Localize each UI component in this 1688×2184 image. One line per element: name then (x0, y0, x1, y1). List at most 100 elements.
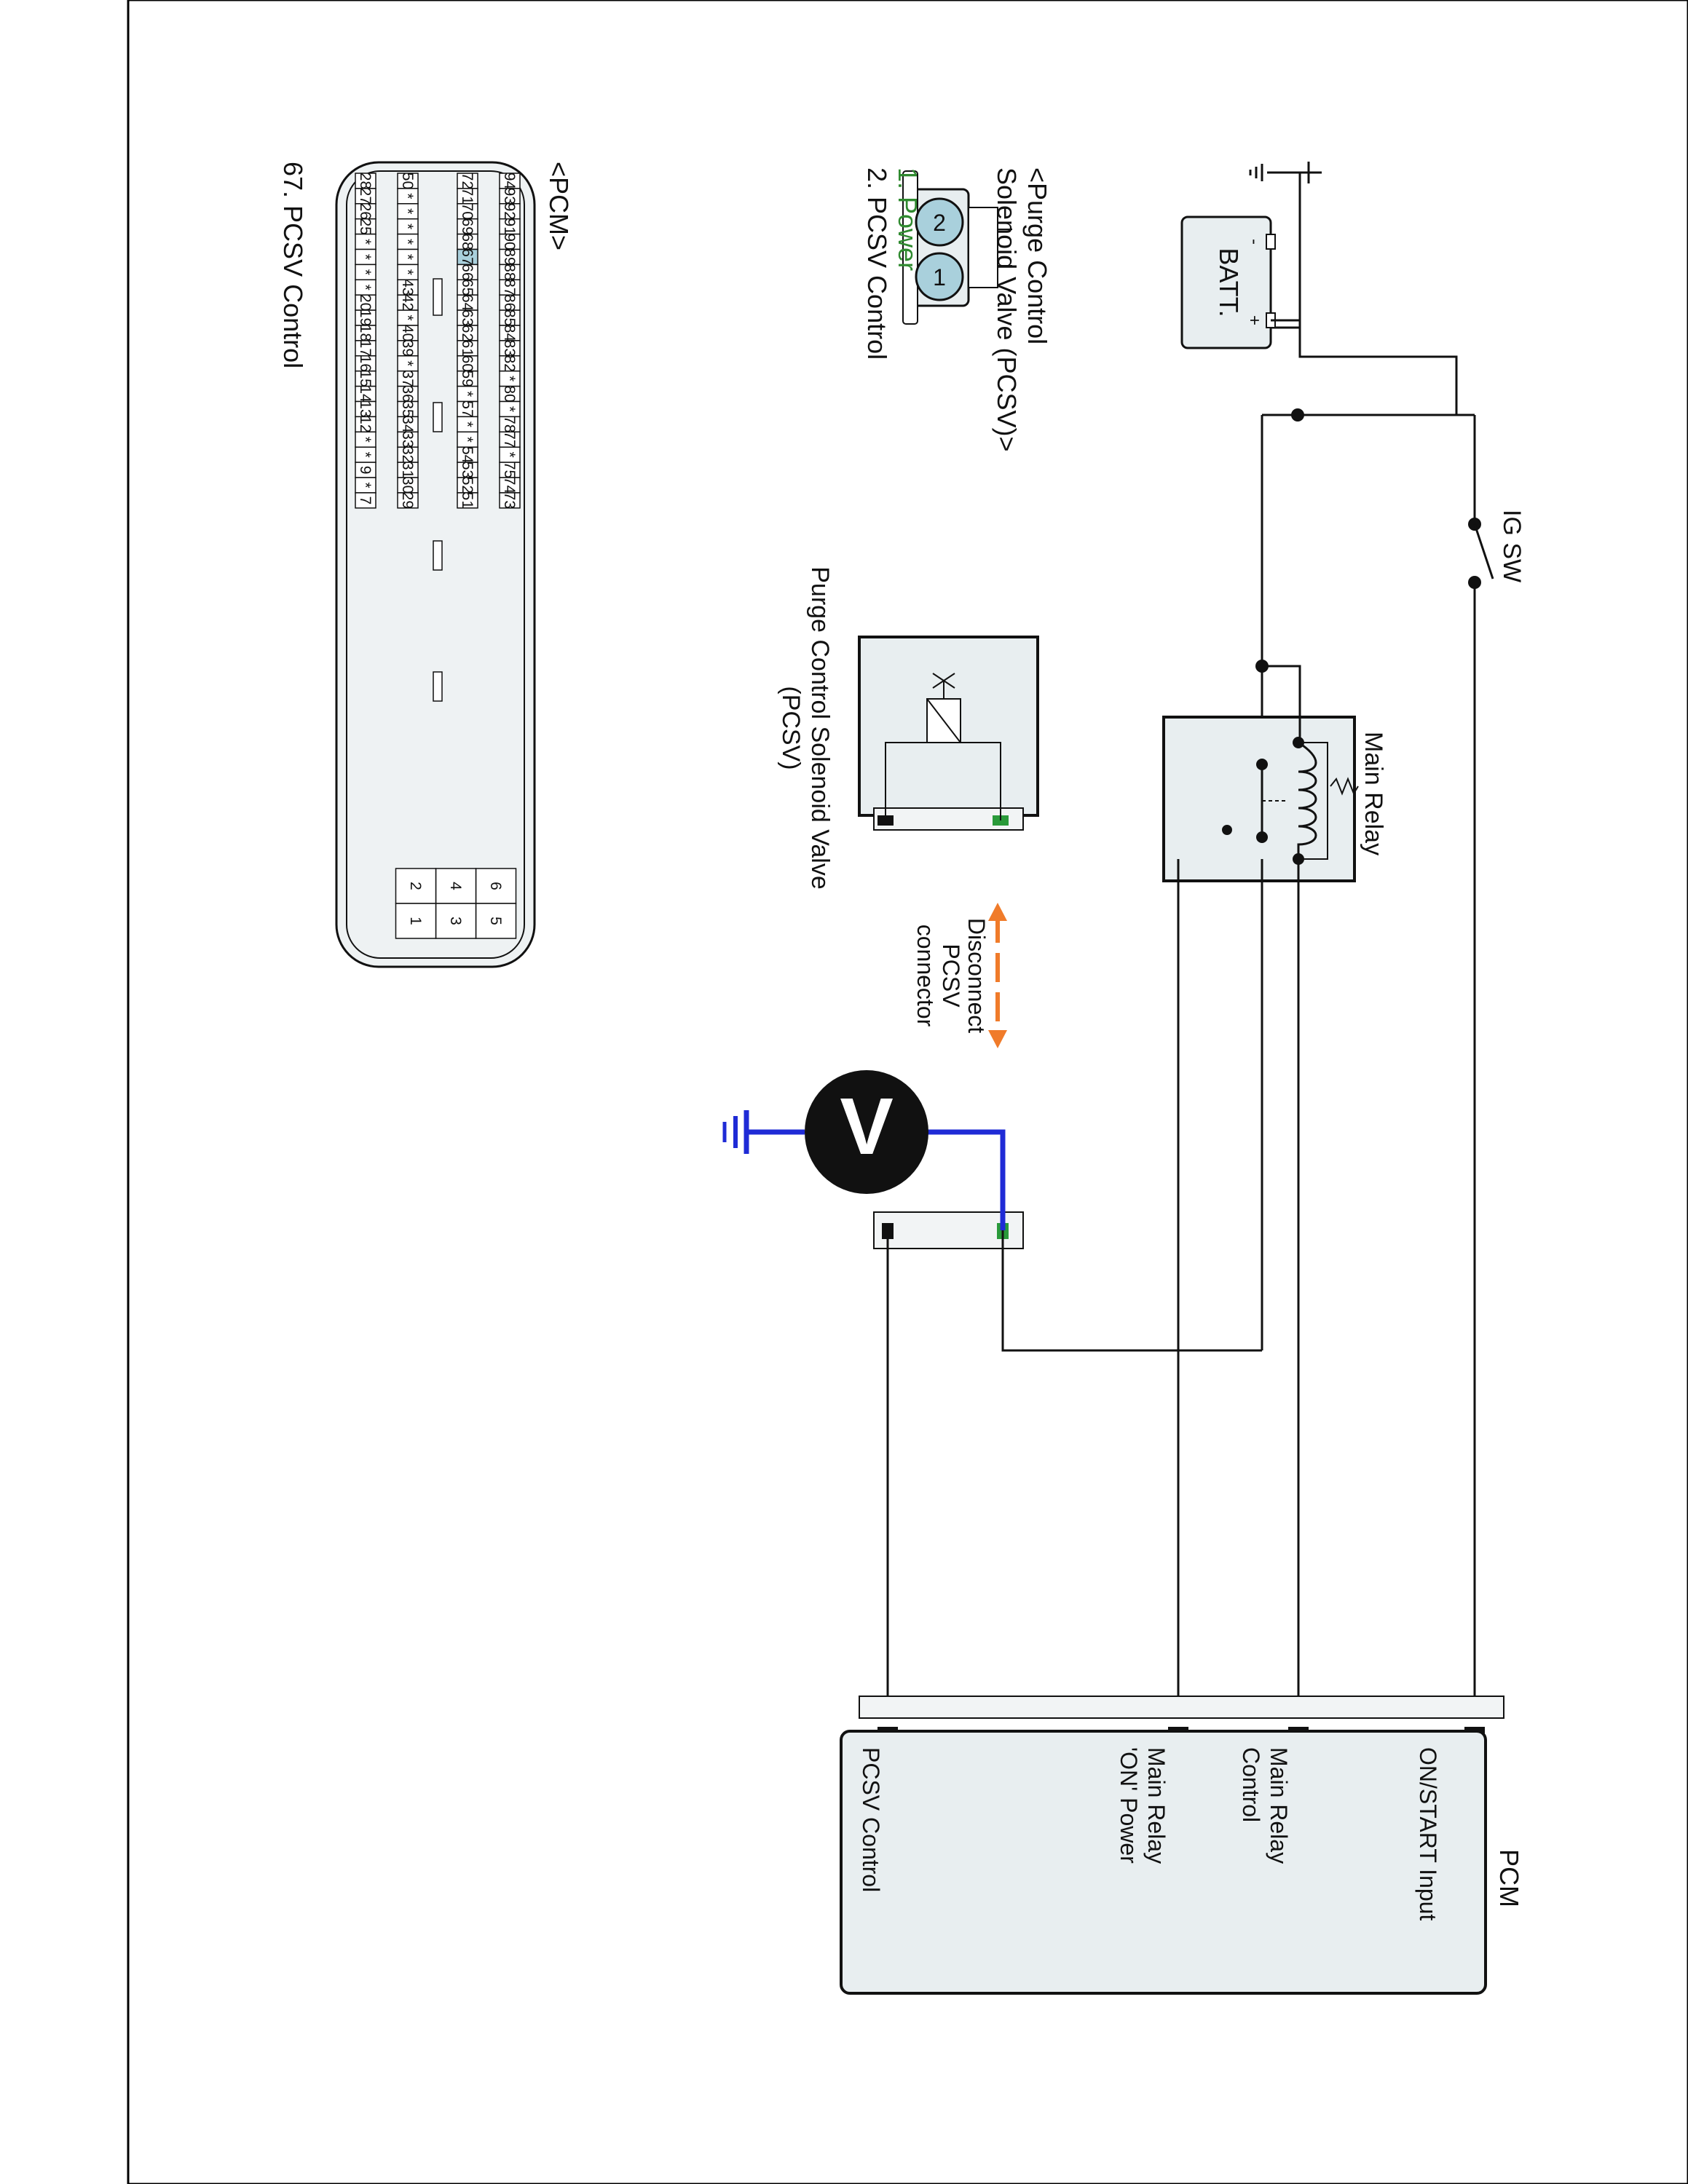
pcm-pin-number: 63 (459, 309, 476, 326)
pcm-pin-number: 15 (357, 370, 374, 387)
relay-resistor (1330, 777, 1359, 796)
pcm-pin-cell: 75 (499, 462, 521, 478)
pcm-pin-cell: * (355, 279, 376, 296)
pcm-pin-number: 87 (501, 279, 518, 296)
pcm-title: PCM (1494, 1849, 1524, 1907)
pcm-pin-number: 20 (357, 294, 374, 311)
pcm-pin-number: 28 (357, 173, 374, 189)
pcm-connector-key (433, 671, 443, 702)
pcm-pin-number: * (399, 314, 416, 320)
pcm-pin-number: 35 (399, 400, 416, 417)
pcm-small-pin-cell: 3 (435, 903, 477, 939)
pcm-pin-number: 54 (459, 446, 476, 464)
pcm-pin-number: * (459, 422, 476, 427)
pcm-pin-cell: * (397, 355, 419, 372)
pcm-small-pin-number: 5 (487, 917, 504, 925)
pcm-pin-number: 70 (459, 203, 476, 220)
pcm-pin-number: * (357, 239, 374, 245)
pcm-pin-number: 69 (459, 218, 476, 234)
pcm-connector-key (433, 278, 443, 316)
relay-contact (1222, 825, 1232, 835)
pcm-pin-number: * (399, 254, 416, 260)
pcsv-pin-2-num: 2 (933, 210, 946, 236)
harness-power-wire (1001, 1230, 1262, 1352)
pcm-pin-number: 91 (501, 218, 518, 234)
voltmeter[interactable]: V (722, 1070, 1006, 1230)
pcm-pin-cell: 71 (457, 188, 478, 205)
pcm-pin-cell: 31 (397, 462, 419, 478)
pcm-pin-label-2a: Main Relay (1266, 1747, 1292, 1864)
pcm-small-pin-number: 6 (487, 882, 504, 890)
pcm-small-pin-number: 1 (407, 917, 424, 925)
pcm-pin-cell: 33 (397, 431, 419, 448)
pcm-pin-cell: 78 (499, 416, 521, 433)
main-relay: Main Relay (1162, 660, 1387, 882)
pcm-connector-caption: 67. PCSV Control (278, 162, 308, 368)
pcm-pin-cell: * (397, 264, 419, 281)
pcm-pin-number: 72 (459, 173, 476, 189)
pcm-pin-number: 65 (459, 279, 476, 296)
pcm-pin-number: 61 (459, 340, 476, 357)
splice-dot-relay (1255, 660, 1269, 673)
pcm-pin-cell: 65 (457, 279, 478, 296)
main-relay-body (1162, 716, 1356, 882)
pcm-connector-view: 94939291908988878685848382*80*7877*75747… (335, 161, 536, 968)
pcm-pin-cell: 43 (397, 279, 419, 296)
pcm-pin-cell: * (499, 400, 521, 418)
pcm-pin-number: 50 (399, 173, 416, 189)
pcsv-internal-wire-1 (961, 742, 1001, 820)
pcm-pin-number: 74 (501, 477, 518, 494)
pcm-pin-cell: 30 (397, 477, 419, 494)
pcm-pin-cell: 53 (457, 462, 478, 478)
pcm-pin-cell: 87 (499, 279, 521, 296)
pcm-small-pin-cell: 1 (395, 903, 437, 939)
pcsv-internal-wire-2 (885, 742, 927, 820)
pcm-body (840, 1730, 1487, 1995)
relay-coil (1297, 741, 1317, 859)
relay-coil-feed (1262, 665, 1301, 743)
pcm-connector-key (433, 402, 443, 432)
pcsv-coil-diagonal (926, 698, 961, 743)
pcm-pin-label-1: ON/START Input (1415, 1747, 1441, 1920)
pcsv-connector-pin1: 1. Power (893, 167, 923, 271)
pcm-pin-cell: 88 (499, 264, 521, 281)
pcm-pin-cell: 72 (457, 173, 478, 189)
pcm-pin-cell: 20 (355, 294, 376, 311)
disconnect-indicator: Disconnect PCSV connector (912, 903, 1007, 1048)
pcm-pin-number: 67 (459, 248, 476, 265)
pcm-pin-cell: 62 (457, 325, 478, 341)
pcm-pin-number: 40 (399, 325, 416, 341)
battery-neg-terminal (1266, 234, 1276, 250)
pcm-pin-number: 89 (501, 248, 518, 265)
pcm-pin-cell: 73 (499, 492, 521, 509)
pcm-pin-number: * (399, 223, 416, 229)
pcm-pin-number: 66 (459, 264, 476, 280)
pcm-pin-number: * (459, 391, 476, 397)
pcm-pin-label-2b: Control (1238, 1747, 1264, 1822)
pcm-pin-cell: 25 (355, 218, 376, 235)
pcm-pin-cell: * (397, 188, 419, 205)
voltmeter-body[interactable] (805, 1070, 928, 1194)
pcm-pin-cell: * (457, 416, 478, 433)
pcm-pin-cell: 63 (457, 309, 478, 326)
pcm-pin-number: 52 (459, 477, 476, 494)
pcsv-connector-text: <Purge Control Solenoid Valve (PCSV)> 1.… (862, 167, 1052, 452)
ground-symbol (1267, 162, 1320, 183)
pcm-pin-cell: * (355, 477, 376, 494)
pcm-pin-number: 64 (459, 294, 476, 312)
pcm-pin-number: 33 (399, 431, 416, 448)
battery-group: BATT. - + (1180, 162, 1458, 415)
pcm-pin-cell: * (397, 203, 419, 220)
ig-sw-label: IG SW (1498, 510, 1526, 582)
pcm-connector-inner (346, 170, 525, 959)
pcm-small-pin-cell: 4 (435, 868, 477, 904)
pcm-small-pin-number: 3 (447, 917, 464, 925)
pcm-pin-cell: 28 (355, 173, 376, 189)
pcm-pin-number: 82 (501, 355, 518, 372)
pcm-pin-number: 57 (459, 400, 476, 417)
pcm-pin-cell: * (397, 309, 419, 326)
pcm-pin-number: 75 (501, 462, 518, 478)
pcm-small-pin-cell: 6 (475, 868, 517, 904)
pcm-pin-cell: 94 (499, 173, 521, 189)
